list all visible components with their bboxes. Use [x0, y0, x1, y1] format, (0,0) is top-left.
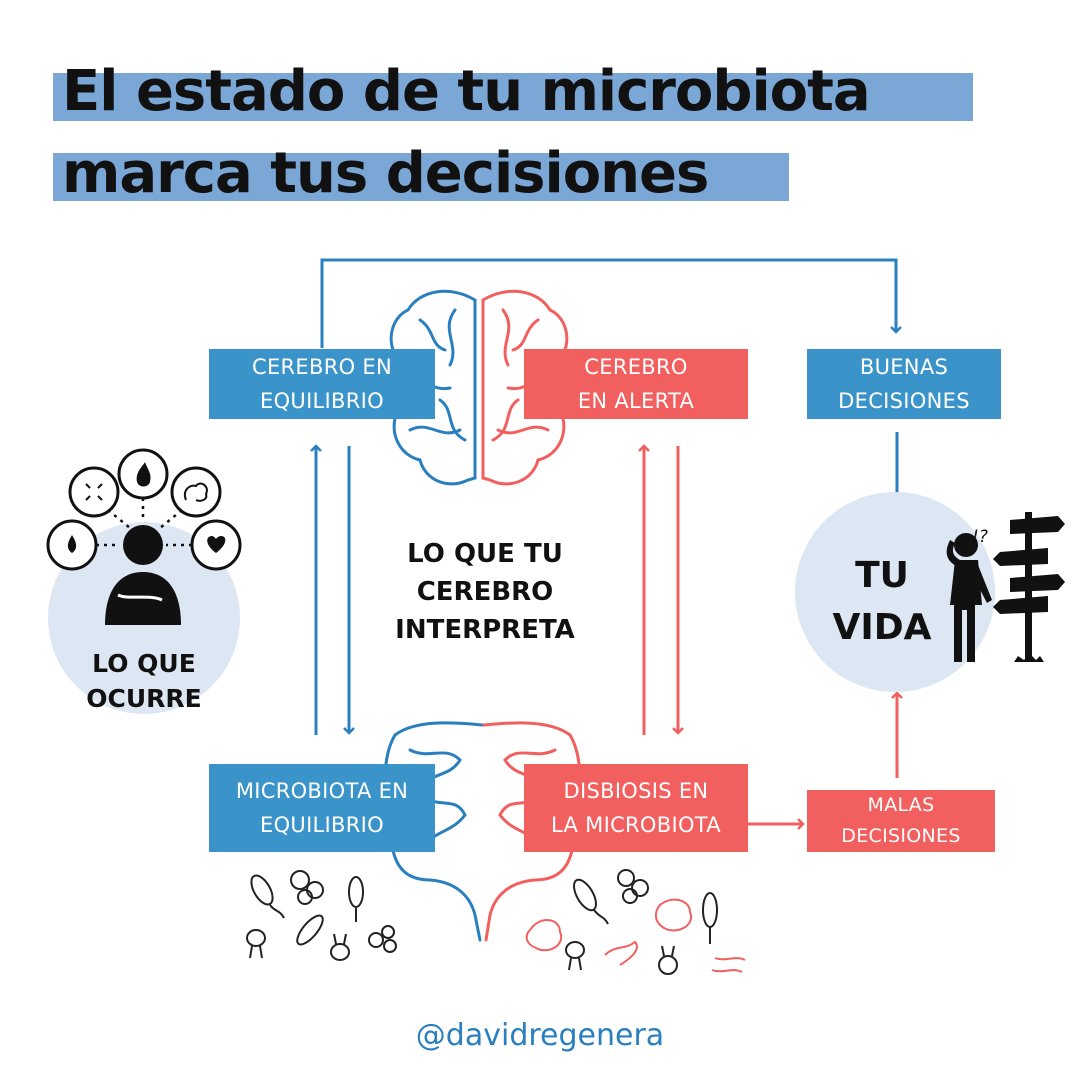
author-handle[interactable]: @davidregenera: [415, 1018, 665, 1053]
bad-decisions-box: MALAS DECISIONES: [807, 790, 995, 852]
confused-mark: !?: [972, 527, 988, 547]
good-decisions-label-1: BUENAS: [859, 355, 949, 379]
brain-balance-label-1: CEREBRO EN: [252, 355, 392, 379]
page-title-line-2: marca tus decisiones: [62, 141, 709, 206]
good-decisions-label-2: DECISIONES: [838, 389, 970, 413]
dysbiosis-label-2: LA MICROBIOTA: [551, 813, 721, 837]
microbiota-balance-label-2: EQUILIBRIO: [260, 813, 384, 837]
microbiota-balance-box: MICROBIOTA EN EQUILIBRIO: [209, 764, 435, 852]
what-happens-line-1: LO QUE: [92, 649, 196, 678]
dysbiosis-label-1: DISBIOSIS EN: [563, 779, 709, 803]
center-line-1: LO QUE TU: [407, 539, 563, 569]
brain-balance-label-2: EQUILIBRIO: [260, 389, 384, 413]
page-title-line-1: El estado de tu microbiota: [62, 59, 871, 124]
title-highlight-2: [53, 153, 789, 201]
microbiota-balance-label-1: MICROBIOTA EN: [235, 779, 409, 803]
center-line-3: INTERPRETA: [395, 615, 575, 645]
your-life-line-2: VIDA: [832, 607, 932, 648]
bad-decisions-label-2: DECISIONES: [841, 825, 961, 847]
arrow-top-loop: [320, 258, 902, 348]
title-highlight-1: [53, 73, 973, 121]
your-life-label: TU VIDA: [822, 550, 942, 654]
bad-decisions-label-1: MALAS: [867, 794, 935, 816]
what-happens-line-2: OCURRE: [86, 684, 202, 713]
brain-alert-label-2: EN ALERTA: [577, 389, 695, 413]
what-happens-label: LO QUE OCURRE: [48, 646, 240, 716]
your-life-line-1: TU: [855, 555, 909, 596]
brain-alert-label-1: CEREBRO: [584, 355, 688, 379]
brain-interprets-text: LO QUE TU CEREBRO INTERPRETA: [370, 535, 600, 649]
brain-balance-box: CEREBRO EN EQUILIBRIO: [209, 349, 435, 419]
brain-alert-box: CEREBRO EN ALERTA: [524, 349, 748, 419]
center-line-2: CEREBRO: [416, 577, 554, 607]
dysbiosis-box: DISBIOSIS EN LA MICROBIOTA: [524, 764, 748, 852]
good-decisions-box: BUENAS DECISIONES: [807, 349, 1001, 419]
